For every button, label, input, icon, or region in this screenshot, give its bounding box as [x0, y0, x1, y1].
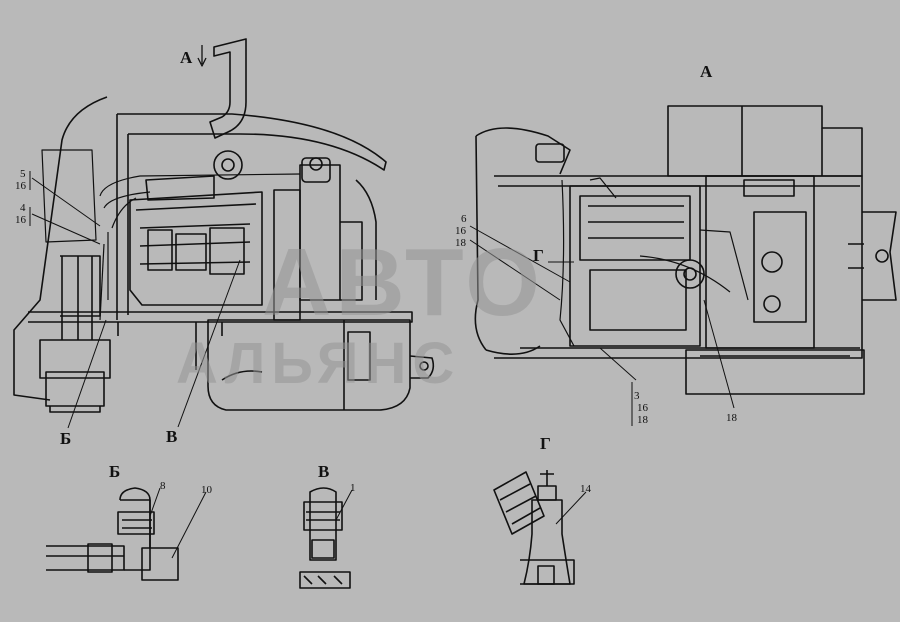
- top-view-title: А: [700, 62, 713, 81]
- callout-18-bottom: 18: [637, 414, 648, 426]
- callout-16-side-upper: 16: [15, 180, 26, 192]
- callout-6: 6: [461, 213, 467, 225]
- callout-8: 8: [160, 480, 166, 492]
- side-view: [13, 38, 435, 429]
- callout-16-top: 16: [455, 225, 466, 237]
- callout-16-side-lower: 16: [15, 214, 26, 226]
- watermark-line2: АЛЬЯНС: [176, 331, 461, 396]
- callout-1: 1: [350, 482, 356, 494]
- callout-3: 3: [634, 390, 640, 402]
- callout-14: 14: [580, 483, 591, 495]
- section-label-v: В: [166, 427, 178, 446]
- detail-g-title: Г: [540, 434, 551, 453]
- top-view: [469, 105, 897, 426]
- section-label-g: Г: [533, 246, 544, 265]
- callout-10: 10: [201, 484, 212, 496]
- callout-4: 4: [20, 202, 26, 214]
- side-arrow-label: А: [180, 48, 193, 67]
- callout-16-bottom: 16: [637, 402, 648, 414]
- detail-b: [46, 487, 207, 581]
- detail-v: [299, 487, 353, 589]
- watermark-line1: АВТО: [262, 229, 544, 336]
- detail-v-title: В: [318, 462, 330, 481]
- detail-b-title: Б: [109, 462, 121, 481]
- callout-5: 5: [20, 168, 26, 180]
- section-label-b: Б: [60, 429, 72, 448]
- callout-18-top: 18: [455, 237, 466, 249]
- detail-g: [493, 470, 587, 585]
- callout-18-right: 18: [726, 412, 737, 424]
